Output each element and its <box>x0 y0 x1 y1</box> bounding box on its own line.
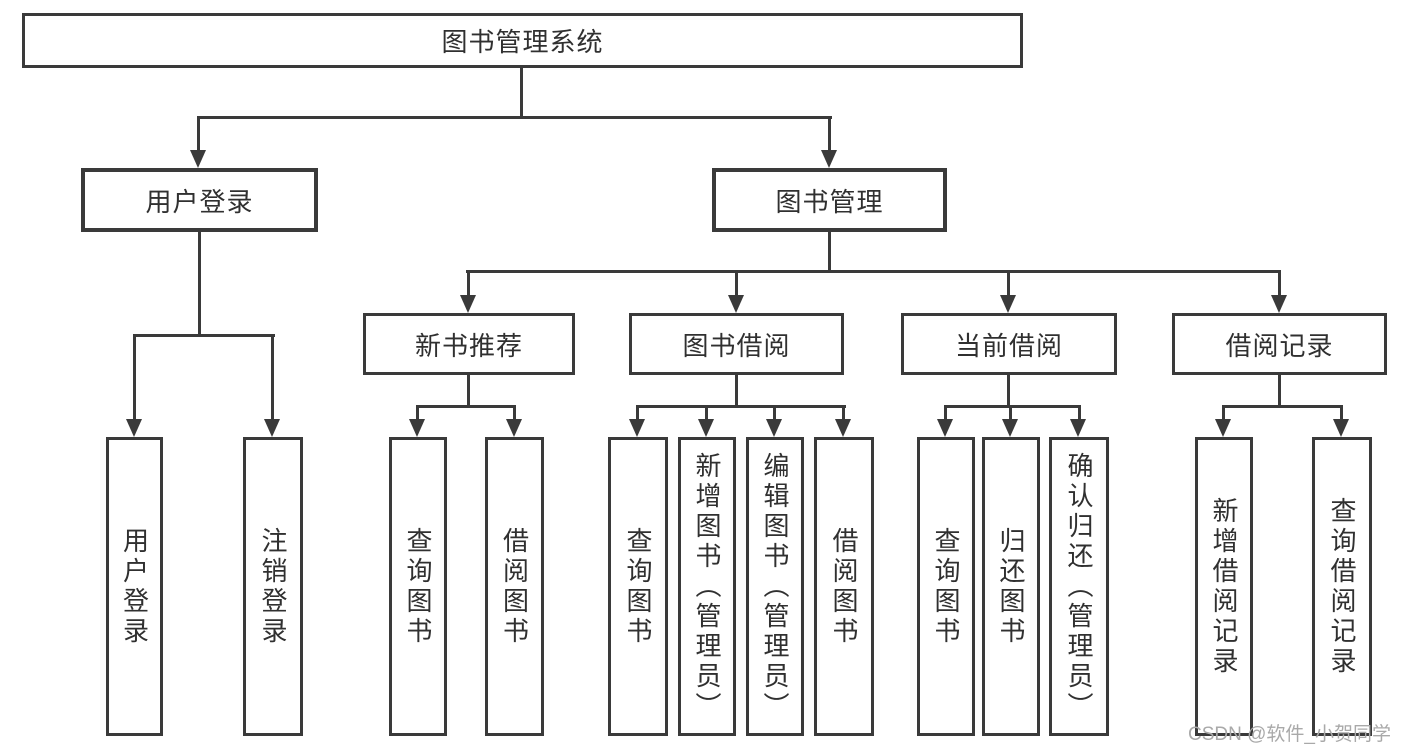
leaf-add-book-admin: 新增图书（管理员） <box>678 437 736 736</box>
connector-line <box>1278 270 1281 297</box>
arrow-down-icon <box>190 150 206 168</box>
connector-line <box>1222 405 1225 421</box>
connector-line <box>197 116 200 152</box>
connector-line <box>133 334 136 421</box>
arrow-down-icon <box>460 295 476 313</box>
arrow-down-icon <box>728 295 744 313</box>
connector-line <box>636 405 639 421</box>
connector-line <box>773 405 776 421</box>
connector-line <box>1222 405 1343 408</box>
arrow-down-icon <box>1000 295 1016 313</box>
arrow-down-icon <box>629 419 645 437</box>
connector-line <box>828 232 831 273</box>
node-borrow-records: 借阅记录 <box>1172 313 1387 375</box>
connector-line <box>1278 375 1281 407</box>
connector-line <box>467 375 470 407</box>
connector-line <box>197 116 832 119</box>
node-user-login: 用户登录 <box>81 168 318 232</box>
connector-line <box>705 405 708 421</box>
arrow-down-icon <box>698 419 714 437</box>
connector-line <box>513 405 516 421</box>
arrow-down-icon <box>409 419 425 437</box>
leaf-query-book-recommend: 查询图书 <box>389 437 447 736</box>
connector-line <box>1078 405 1081 421</box>
connector-line <box>735 375 738 407</box>
arrow-down-icon <box>835 419 851 437</box>
connector-line <box>1340 405 1343 421</box>
connector-line <box>1007 375 1010 407</box>
leaf-query-borrow-record: 查询借阅记录 <box>1312 437 1372 736</box>
connector-line <box>735 270 738 297</box>
node-current-borrow: 当前借阅 <box>901 313 1117 375</box>
arrow-down-icon <box>1002 419 1018 437</box>
connector-line <box>416 405 419 421</box>
leaf-logout: 注销登录 <box>243 437 303 736</box>
connector-line <box>133 334 275 337</box>
connector-line <box>842 405 845 421</box>
arrow-down-icon <box>264 419 280 437</box>
leaf-user-login: 用户登录 <box>106 437 163 736</box>
connector-line <box>198 232 201 336</box>
arrow-down-icon <box>1333 419 1349 437</box>
connector-line <box>636 405 846 408</box>
leaf-borrow-book: 借阅图书 <box>814 437 874 736</box>
leaf-return-book: 归还图书 <box>982 437 1040 736</box>
connector-line <box>467 270 470 297</box>
node-book-management: 图书管理 <box>712 168 947 232</box>
leaf-query-book-current: 查询图书 <box>917 437 975 736</box>
connector-line <box>466 270 1281 273</box>
leaf-query-book-borrow: 查询图书 <box>608 437 668 736</box>
connector-line <box>944 405 1081 408</box>
leaf-borrow-book-recommend: 借阅图书 <box>485 437 544 736</box>
arrow-down-icon <box>821 150 837 168</box>
arrow-down-icon <box>506 419 522 437</box>
node-book-borrow: 图书借阅 <box>629 313 844 375</box>
leaf-confirm-return-admin: 确认归还（管理员） <box>1049 437 1109 736</box>
leaf-add-borrow-record: 新增借阅记录 <box>1195 437 1253 736</box>
leaf-edit-book-admin: 编辑图书（管理员） <box>746 437 804 736</box>
watermark: CSDN @软件_小贺同学 <box>1188 724 1391 745</box>
connector-line <box>1009 405 1012 421</box>
connector-line <box>1007 270 1010 297</box>
connector-line <box>944 405 947 421</box>
arrow-down-icon <box>126 419 142 437</box>
arrow-down-icon <box>1215 419 1231 437</box>
node-new-book-recommend: 新书推荐 <box>363 313 575 375</box>
node-root: 图书管理系统 <box>22 13 1023 68</box>
connector-line <box>416 405 516 408</box>
arrow-down-icon <box>937 419 953 437</box>
arrow-down-icon <box>1271 295 1287 313</box>
arrow-down-icon <box>1070 419 1086 437</box>
connector-line <box>271 334 274 421</box>
connector-line <box>828 116 831 152</box>
arrow-down-icon <box>766 419 782 437</box>
connector-line <box>520 68 523 118</box>
